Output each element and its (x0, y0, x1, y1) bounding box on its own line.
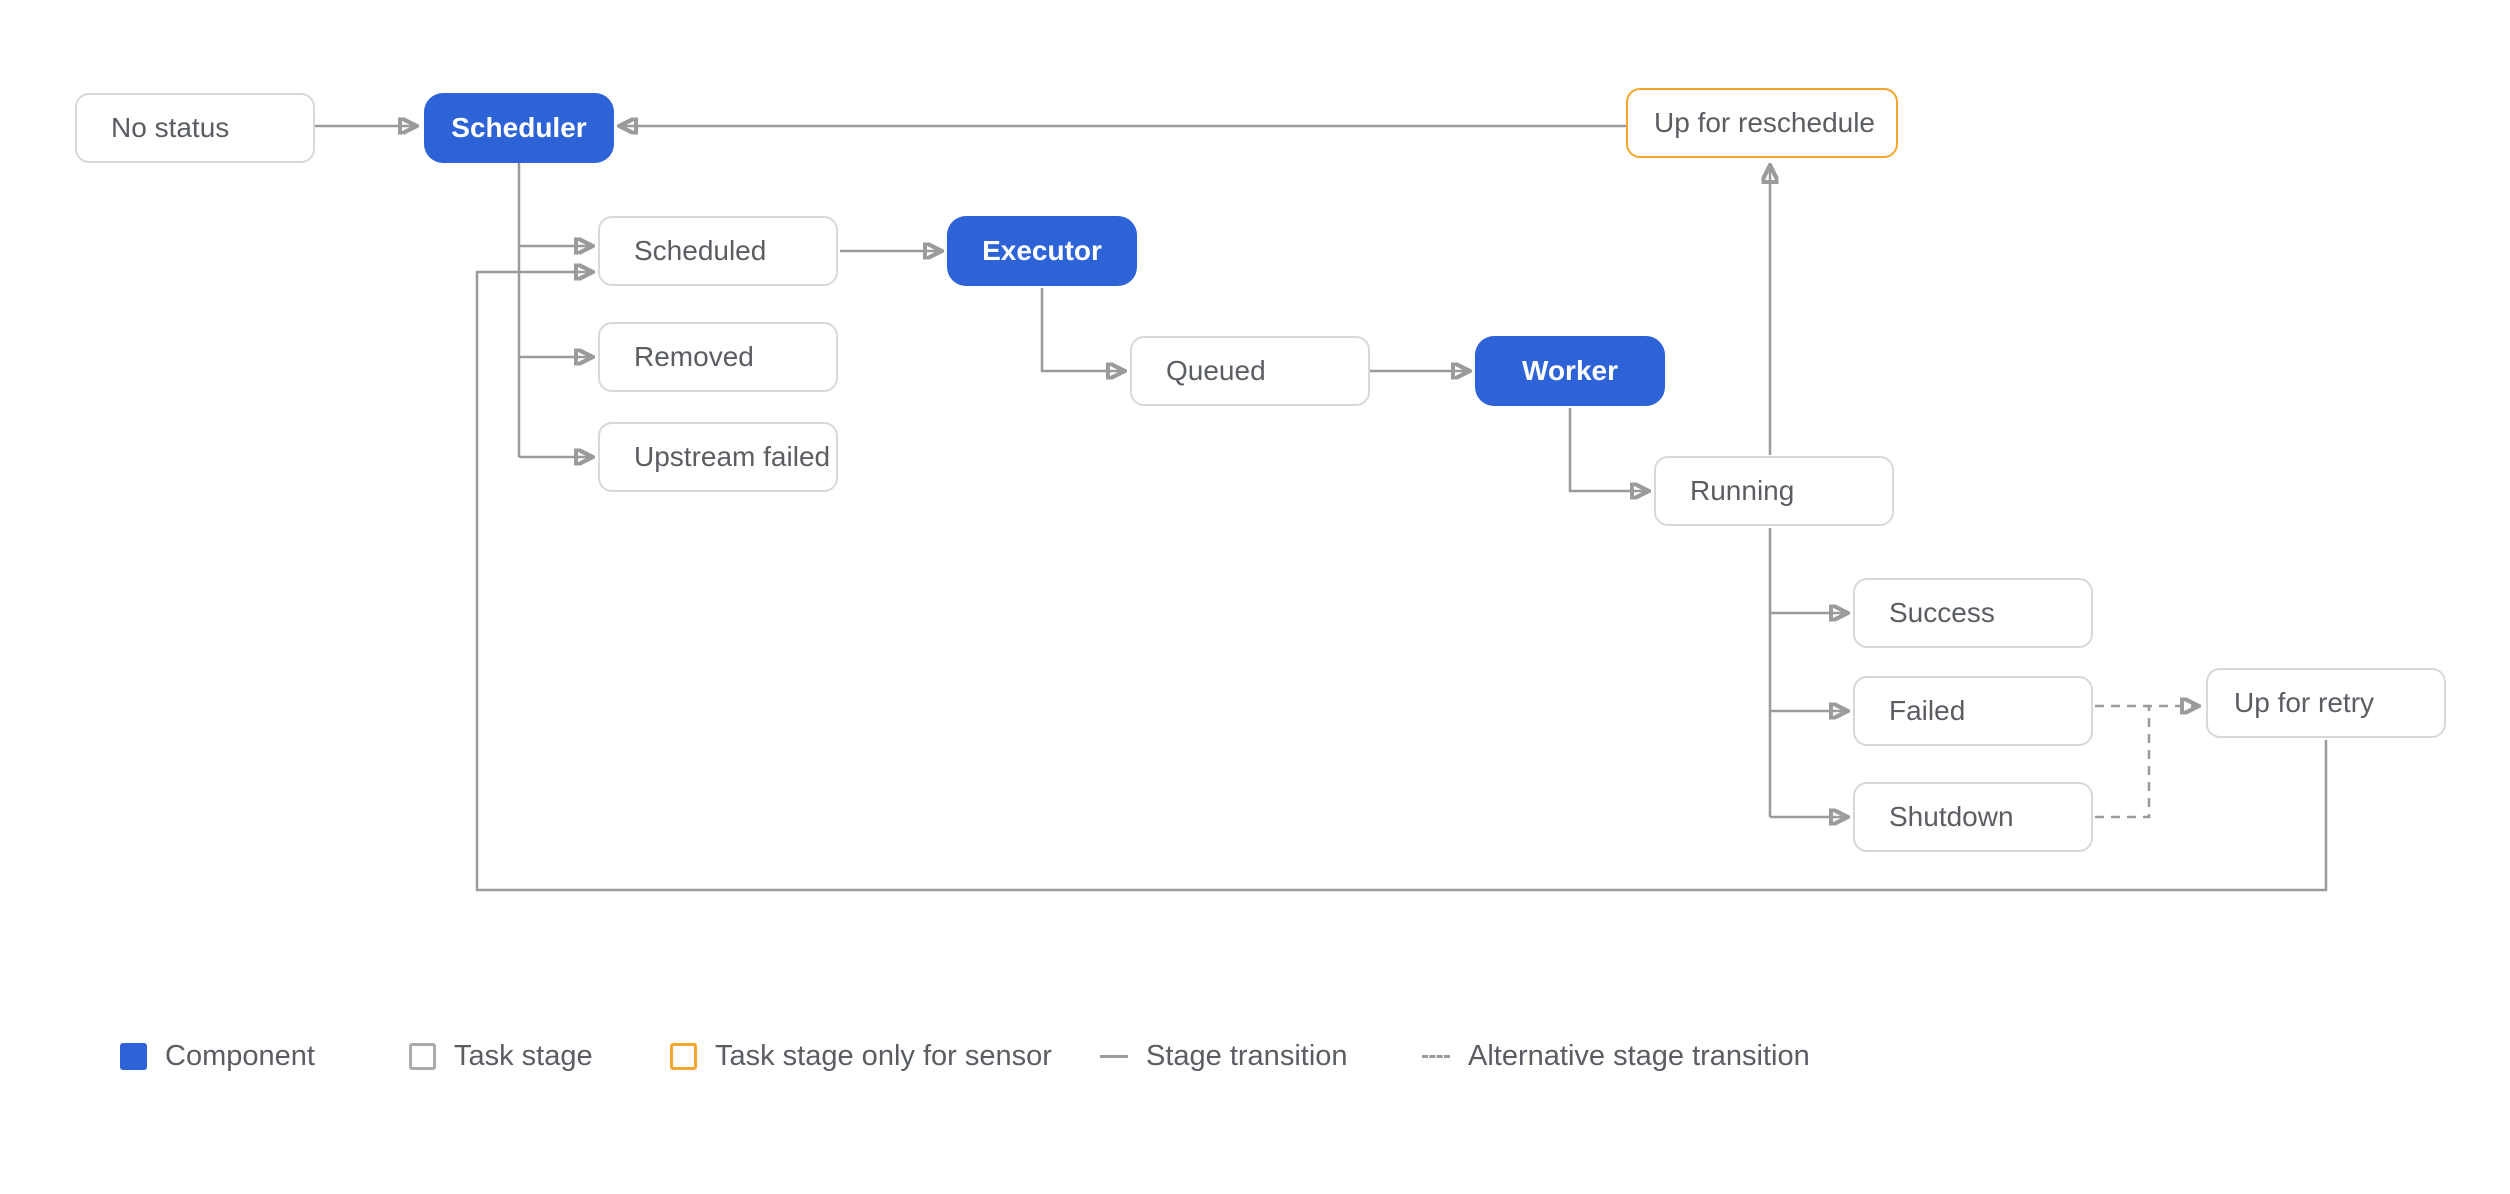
legend-item-alt-transition: Alternative stage transition (1422, 1039, 1810, 1072)
edge-executor-queued (1040, 288, 1124, 371)
node-removed-label: Removed (634, 341, 754, 372)
node-no-status: No status (75, 93, 315, 163)
legend-item-component: Component (120, 1039, 315, 1072)
legend-component-label: Component (165, 1039, 315, 1072)
node-scheduled: Scheduled (598, 216, 838, 286)
edge-up-for-retry-scheduled (475, 272, 2328, 892)
node-worker: Worker (1475, 336, 1665, 406)
legend-alt-transition-label: Alternative stage transition (1468, 1039, 1810, 1072)
node-up-for-retry-label: Up for retry (2234, 687, 2375, 718)
node-no-status-label: No status (111, 112, 230, 143)
edge-shutdown-up-for-retry (2095, 706, 2151, 819)
node-running-label: Running (1690, 475, 1795, 506)
legend-transition-label: Stage transition (1146, 1039, 1348, 1072)
sensor-stage-swatch-icon (670, 1042, 697, 1070)
legend-sensor-stage-label: Task stage only for sensor (715, 1039, 1052, 1072)
node-queued: Queued (1130, 336, 1370, 406)
legend: Component Task stage Task stage only for… (0, 1039, 2510, 1072)
node-scheduler-label: Scheduler (451, 112, 587, 143)
node-up-for-retry: Up for retry (2206, 668, 2446, 738)
legend-task-stage-label: Task stage (454, 1039, 593, 1072)
node-running: Running (1654, 456, 1894, 526)
node-removed: Removed (598, 322, 838, 392)
solid-line-icon (1100, 1054, 1128, 1058)
node-success: Success (1853, 578, 2093, 648)
node-success-label: Success (1889, 597, 1995, 628)
node-shutdown: Shutdown (1853, 782, 2093, 852)
node-up-for-reschedule-label: Up for reschedule (1654, 107, 1876, 138)
node-failed-label: Failed (1889, 695, 1966, 726)
dashed-line-icon (1422, 1054, 1450, 1058)
node-shutdown-label: Shutdown (1889, 801, 2014, 832)
legend-item-transition: Stage transition (1100, 1039, 1348, 1072)
node-executor-label: Executor (982, 235, 1102, 266)
node-executor: Executor (947, 216, 1137, 286)
legend-item-task-stage: Task stage (409, 1039, 593, 1072)
node-up-for-reschedule: Up for reschedule (1626, 88, 1898, 158)
node-upstream-failed-label: Upstream failed (634, 441, 831, 472)
edge-worker-running (1568, 408, 1648, 491)
component-swatch-icon (120, 1042, 147, 1070)
node-scheduler: Scheduler (424, 93, 614, 163)
legend-item-sensor-stage: Task stage only for sensor (670, 1039, 1052, 1072)
node-upstream-failed: Upstream failed (598, 422, 838, 492)
task-stage-swatch-icon (409, 1042, 436, 1070)
node-worker-label: Worker (1522, 355, 1618, 386)
node-queued-label: Queued (1166, 355, 1266, 386)
node-failed: Failed (1853, 676, 2093, 746)
node-scheduled-label: Scheduled (634, 235, 767, 266)
